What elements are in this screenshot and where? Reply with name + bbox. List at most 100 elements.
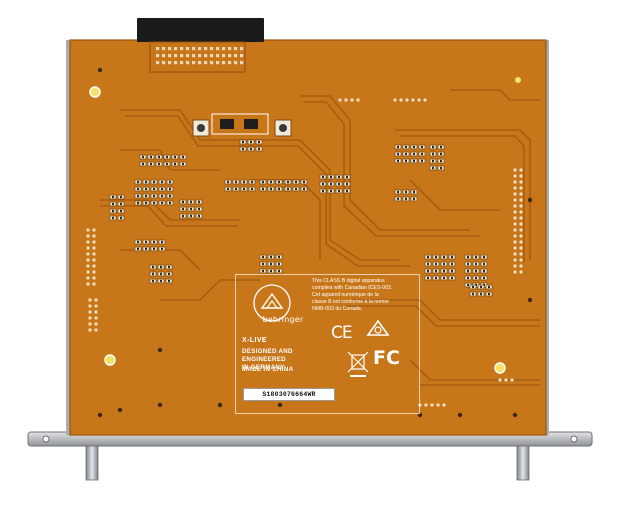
smd-body (145, 187, 147, 191)
connector-pin (216, 54, 220, 58)
smd-body (287, 180, 289, 184)
via (344, 98, 348, 102)
smd-body (467, 276, 469, 280)
connector-pin (180, 61, 184, 65)
smd-body (287, 187, 289, 191)
smd-components (109, 139, 493, 297)
via (94, 322, 98, 326)
via (86, 282, 90, 286)
connector-pin (234, 61, 238, 65)
smd-body (120, 209, 122, 213)
smd-body (397, 197, 399, 201)
smd-body (278, 187, 280, 191)
smd-body (472, 285, 474, 289)
smd-body (427, 269, 429, 273)
via (92, 258, 96, 262)
connector-pin (174, 54, 178, 58)
trace (409, 179, 500, 211)
smd-body (153, 194, 155, 198)
smd-body (421, 159, 423, 163)
connector-pin (168, 54, 172, 58)
via (513, 234, 517, 238)
smd-body (145, 194, 147, 198)
via (356, 98, 360, 102)
connector-pin (210, 61, 214, 65)
connector-pin (186, 61, 190, 65)
connector-pin (186, 54, 190, 58)
via (423, 98, 427, 102)
via (513, 228, 517, 232)
via (519, 264, 523, 268)
smd-body (142, 155, 144, 159)
weee-bin-icon (347, 351, 369, 377)
via (519, 228, 523, 232)
smd-body (483, 269, 485, 273)
via (519, 222, 523, 226)
smd-body (258, 147, 260, 151)
smd-body (152, 279, 154, 283)
trace (400, 135, 525, 262)
designed-text: DESIGNED AND ENGINEERED IN GERMANY (242, 348, 293, 371)
smd-body (435, 255, 437, 259)
smd-body (262, 262, 264, 266)
connector-pin (192, 54, 196, 58)
smd-body (137, 187, 139, 191)
connector-pin (168, 47, 172, 51)
smd-body (440, 159, 442, 163)
serial-number-sticker: S1803076664WR (243, 388, 335, 401)
smd-body (303, 187, 305, 191)
via (86, 252, 90, 256)
smd-body (235, 180, 237, 184)
smd-body (397, 152, 399, 156)
smd-body (182, 162, 184, 166)
via (513, 198, 517, 202)
trace (350, 299, 540, 321)
smd-body (168, 272, 170, 276)
via (92, 234, 96, 238)
smd-body (161, 180, 163, 184)
screw-hole (97, 67, 103, 73)
smd-body (427, 262, 429, 266)
smd-body (112, 209, 114, 213)
smd-body (258, 140, 260, 144)
smd-body (451, 255, 453, 259)
connector-pin (234, 47, 238, 51)
trace (120, 149, 220, 171)
connector-pin (216, 47, 220, 51)
via (519, 180, 523, 184)
smd-body (190, 214, 192, 218)
via (92, 282, 96, 286)
smd-body (270, 269, 272, 273)
connector-pin-rows (156, 47, 244, 65)
fcc-logo-icon: FC (373, 347, 400, 369)
smd-body (182, 200, 184, 204)
pcb-vias (86, 67, 533, 418)
via (94, 310, 98, 314)
smd-body (137, 180, 139, 184)
smd-body (278, 269, 280, 273)
standoff-right (516, 445, 530, 481)
smd-body (427, 276, 429, 280)
smd-body (451, 269, 453, 273)
connector-pin (162, 61, 166, 65)
via (513, 192, 517, 196)
smd-body (270, 262, 272, 266)
mounting-pad-mid-left (104, 354, 116, 366)
screw-hole (527, 197, 533, 203)
via (513, 270, 517, 274)
smd-body (488, 285, 490, 289)
via (504, 378, 508, 382)
smd-body (405, 190, 407, 194)
smd-body (158, 155, 160, 159)
smd-body (158, 162, 160, 166)
smd-body (413, 197, 415, 201)
smd-body (169, 194, 171, 198)
smd-body (432, 159, 434, 163)
behringer-logo-icon (253, 284, 291, 322)
smd-body (153, 180, 155, 184)
smd-body (120, 202, 122, 206)
smd-body (169, 201, 171, 205)
trace (450, 89, 540, 101)
via (513, 186, 517, 190)
smd-body (250, 140, 252, 144)
